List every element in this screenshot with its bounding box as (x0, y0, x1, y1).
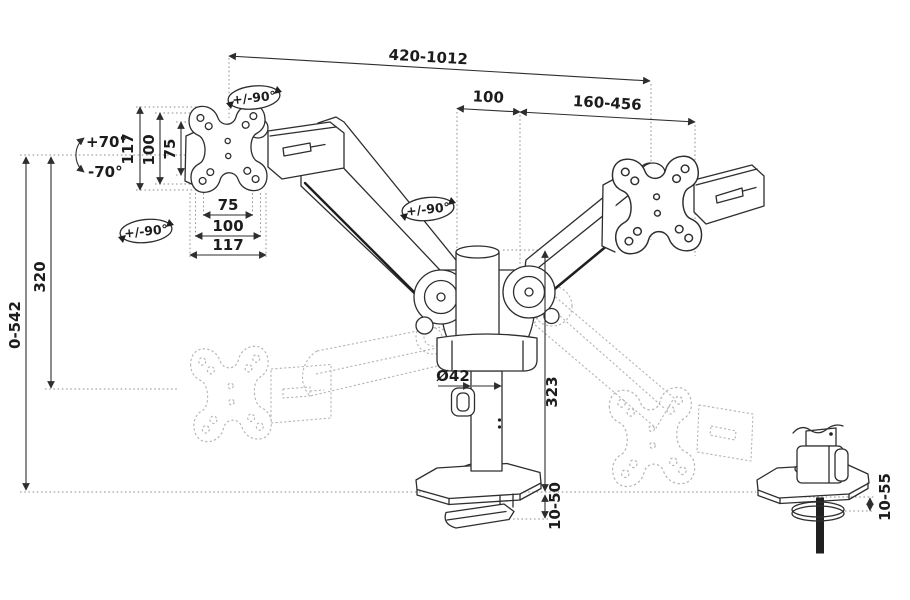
label-pivot-spacing: 100 (472, 87, 504, 106)
label-pole-diameter: Ø42 (436, 367, 470, 385)
label-plate-height-100: 100 (140, 134, 158, 165)
label-plate-width-100: 100 (212, 217, 243, 235)
label-tilt-up: +70° (86, 133, 127, 151)
dim-line-arm-reach (519, 108, 696, 126)
swivel-ellipse-left (119, 218, 173, 244)
center-pole (413, 245, 560, 500)
grommet-rod (816, 497, 824, 554)
break-line (792, 424, 844, 434)
left-vesa-plate (187, 103, 269, 194)
label-swivel-top: +/-90° (231, 88, 276, 108)
label-arm-reach: 160-456 (572, 92, 642, 114)
dimension-labels: 420-1012 100 160-456 117 100 75 75 100 1… (6, 46, 894, 530)
grommet-ring (791, 501, 845, 518)
tilt-arc (75, 137, 85, 173)
rotation-indicators (118, 85, 456, 244)
label-swivel-center: +/-90° (405, 199, 450, 219)
label-top-span: 420-1012 (388, 46, 468, 69)
label-tilt-down: -70° (88, 163, 123, 181)
grommet-mount (756, 424, 870, 554)
dim-line-top-span (228, 52, 651, 85)
label-clamp-range: 10-50 (546, 482, 564, 530)
ghost-right-position (531, 285, 754, 488)
label-swivel-left: +/-90° (123, 221, 168, 241)
label-plate-width-75: 75 (218, 196, 239, 214)
desk-clamp (416, 482, 542, 529)
ghost-left-position (189, 319, 453, 443)
label-pole-height: 323 (543, 376, 561, 407)
label-plate-height-75: 75 (161, 139, 179, 160)
swivel-ellipse-top (227, 85, 281, 110)
swivel-ellipse-center (401, 196, 455, 222)
label-grommet-range: 10-55 (876, 473, 894, 521)
label-plate-height-outer: 117 (119, 133, 137, 164)
label-plate-width-outer: 117 (212, 236, 243, 254)
label-lowered-height: 320 (31, 261, 49, 292)
dim-line-pivot-spacing (456, 105, 521, 116)
label-height-range: 0-542 (6, 301, 24, 349)
